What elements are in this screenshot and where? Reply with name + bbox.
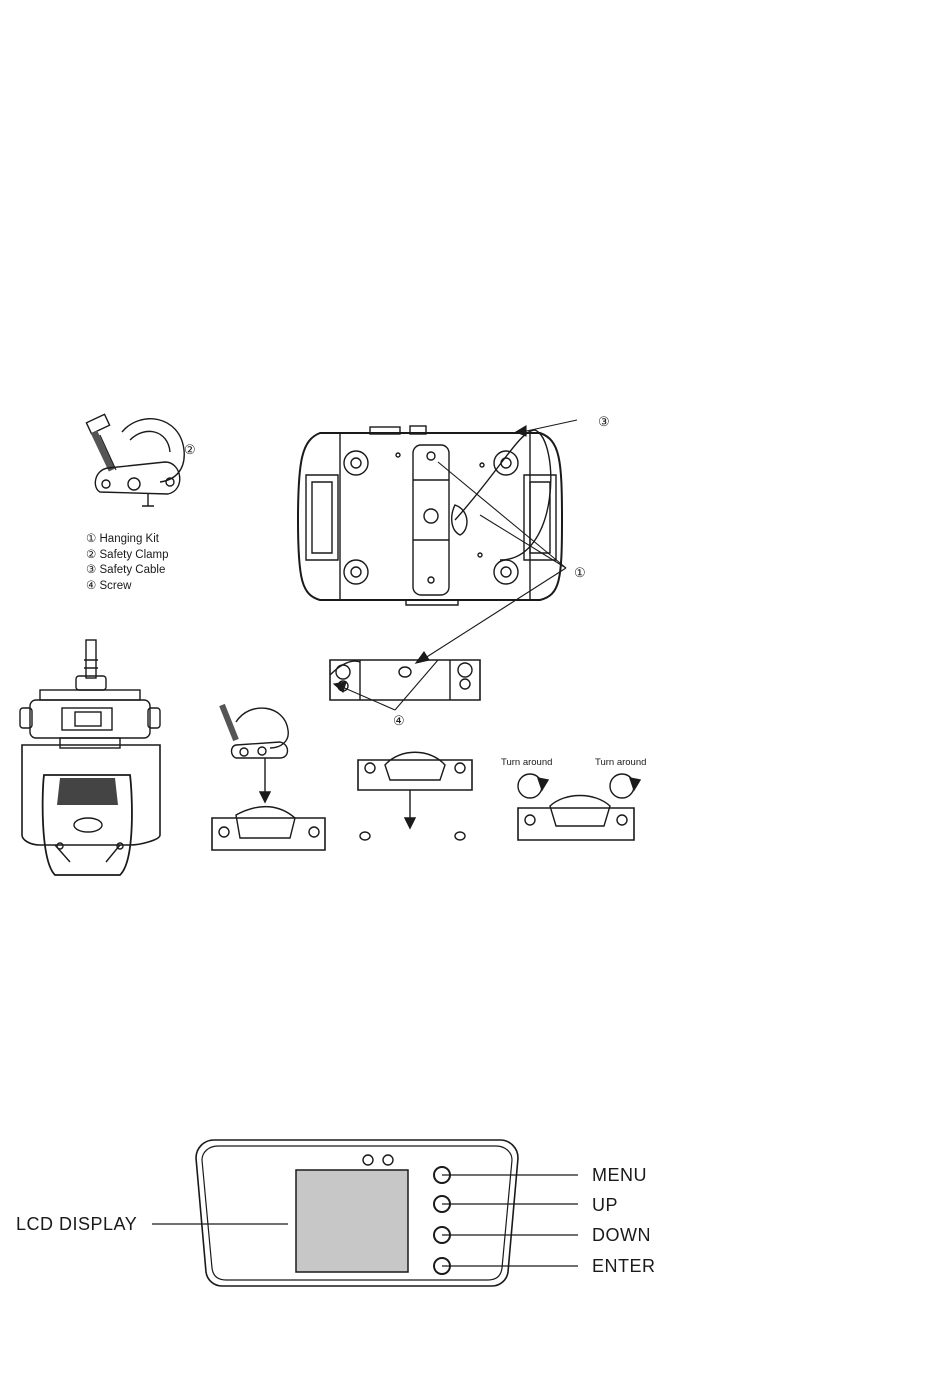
callout-one: ① — [574, 565, 586, 581]
turn-around-step — [518, 774, 640, 840]
legend-item-safety-clamp: ② Safety Clamp — [86, 548, 169, 564]
legend-item-safety-cable: ③ Safety Cable — [86, 563, 169, 579]
callout-two: ② — [184, 442, 196, 458]
down-label: DOWN — [592, 1225, 651, 1246]
control-panel-drawing — [152, 1140, 578, 1286]
menu-label: MENU — [592, 1165, 647, 1186]
callout-leaders — [334, 420, 577, 710]
up-label: UP — [592, 1195, 618, 1216]
callout-three: ③ — [598, 414, 610, 430]
hanging-bracket-illustration — [330, 660, 480, 700]
enter-label: ENTER — [592, 1256, 656, 1277]
legend-item-screw: ④ Screw — [86, 579, 169, 595]
lcd-screen — [296, 1170, 408, 1272]
turn-around-label-left: Turn around — [501, 757, 552, 768]
callout-four: ④ — [393, 713, 405, 729]
hanging-kit-legend: ① Hanging Kit ② Safety Clamp ③ Safety Ca… — [86, 532, 169, 595]
bolt-attach-step — [358, 752, 472, 840]
safety-clamp-illustration — [86, 414, 184, 506]
fixture-side-view — [20, 640, 160, 875]
legend-item-hanging-kit: ① Hanging Kit — [86, 532, 169, 548]
clamp-attach-step — [212, 705, 325, 850]
turn-around-label-right: Turn around — [595, 757, 646, 768]
lcd-display-label: LCD DISPLAY — [16, 1214, 137, 1235]
fixture-base-top-view — [298, 426, 562, 605]
